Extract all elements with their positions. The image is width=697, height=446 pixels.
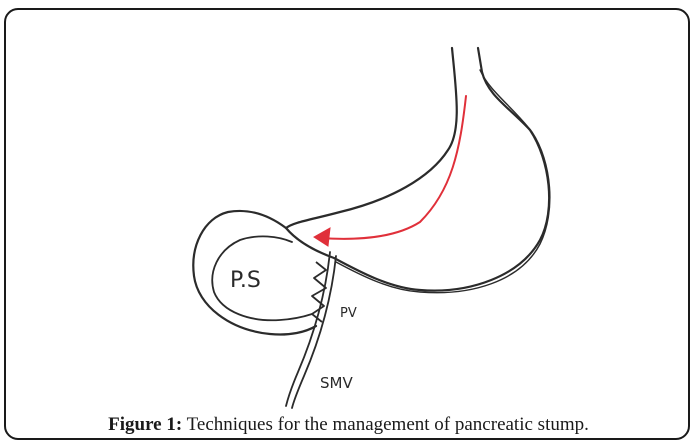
stomach-outline-inner bbox=[336, 70, 550, 293]
caption-label: Figure 1: bbox=[108, 414, 182, 435]
stomach-outline bbox=[286, 48, 549, 291]
smv-label: SMV bbox=[320, 374, 353, 392]
caption-text: Techniques for the management of pancrea… bbox=[187, 414, 589, 435]
jejunal-loop-inner bbox=[212, 236, 312, 320]
flow-arrow-line bbox=[320, 96, 466, 239]
portal-vein-label: PV bbox=[340, 306, 357, 321]
flow-arrow-head bbox=[314, 228, 330, 246]
figure-caption: Figure 1: Techniques for the management … bbox=[0, 414, 697, 436]
pancreatic-stump-label: P.S bbox=[230, 268, 261, 293]
